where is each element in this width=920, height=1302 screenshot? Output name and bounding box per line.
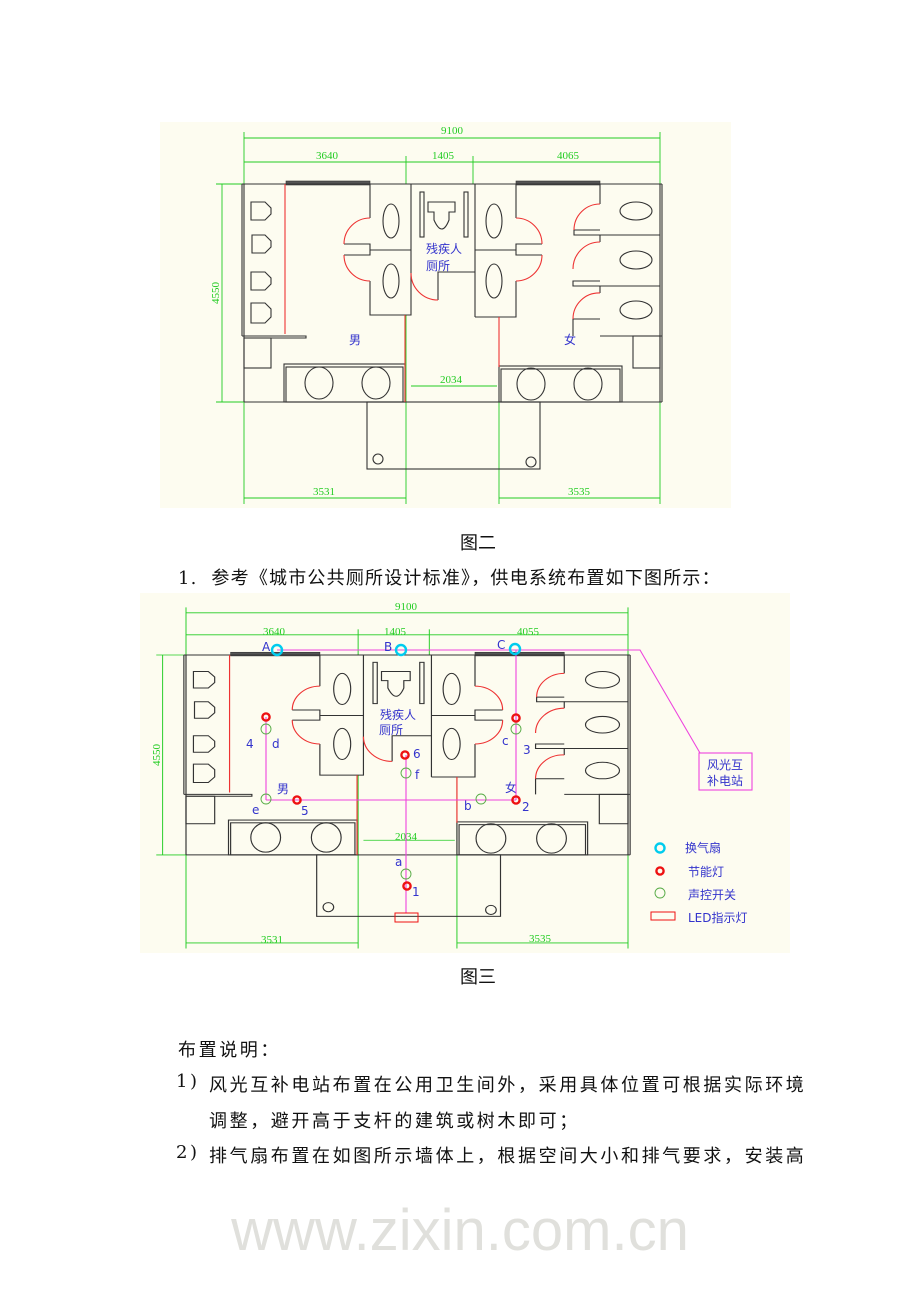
dim-middle: 1405 xyxy=(432,150,455,162)
wiring xyxy=(265,649,753,913)
watermark: www.zixin.com.cn xyxy=(230,1198,689,1263)
label-disabled: 残疾人 xyxy=(380,707,416,722)
lamp-icon xyxy=(511,713,521,723)
label-men: 男 xyxy=(349,333,361,347)
figure-3-caption: 图三 xyxy=(460,967,496,988)
figure-2-floor-plan: 9100 3640 1405 4065 4550 2034 3531 3535 … xyxy=(160,122,731,508)
label-women: 女 xyxy=(564,332,576,347)
label-disabled: 残疾人 xyxy=(426,241,462,256)
note-2-number: 2) xyxy=(176,1142,200,1163)
dim-height: 4550 xyxy=(151,744,163,767)
fan-label: A xyxy=(262,640,271,654)
lamp-label: 2 xyxy=(522,800,530,814)
lamp-icon xyxy=(402,881,412,891)
fan-label: C xyxy=(497,638,505,652)
switch-label: d xyxy=(272,737,280,751)
dim-left: 3640 xyxy=(316,150,339,162)
switch-label: a xyxy=(395,855,402,869)
dim-gap: 2034 xyxy=(440,374,463,386)
figure-2-caption: 图二 xyxy=(460,533,496,554)
switch-label: e xyxy=(252,803,259,817)
switch-icon xyxy=(260,793,272,805)
led-indicator-icon xyxy=(394,912,419,923)
dim-total: 9100 xyxy=(441,125,464,137)
lamp-label: 4 xyxy=(246,737,254,751)
lamp-icon xyxy=(655,866,665,876)
switch-label: b xyxy=(464,799,472,813)
fan-icon xyxy=(270,643,284,657)
figure-3-power-layout: 9100 3640 1405 4055 4550 2034 3531 3535 … xyxy=(140,593,790,953)
lamp-label: 6 xyxy=(413,747,421,761)
dim-right: 4065 xyxy=(557,150,580,162)
lamp-icon xyxy=(400,750,410,760)
legend-label: LED指示灯 xyxy=(688,910,748,925)
intro-paragraph: 1. 参考《城市公共厕所设计标准》，供电系统布置如下图所示： xyxy=(178,568,721,589)
dim-bottom-left: 3531 xyxy=(313,486,335,498)
legend-label: 声控开关 xyxy=(688,888,736,902)
switch-icon xyxy=(654,887,666,899)
dim-middle: 1405 xyxy=(384,626,407,638)
label-women: 女 xyxy=(505,780,517,795)
label-disabled-toilet: 厕所 xyxy=(426,259,450,273)
dim-left: 3640 xyxy=(263,626,286,638)
led-indicator-icon xyxy=(650,911,676,921)
fan-icon xyxy=(394,643,408,657)
lamp-icon xyxy=(511,795,521,805)
lamp-label: 3 xyxy=(523,743,531,757)
station-label-1: 风光互 xyxy=(707,758,743,772)
lamp-icon xyxy=(292,795,302,805)
fan-icon xyxy=(508,642,522,656)
label-men: 男 xyxy=(277,782,289,796)
dim-bottom-right: 3535 xyxy=(568,486,591,498)
lamp-icon xyxy=(261,712,271,722)
dim-bottom-right: 3535 xyxy=(529,933,552,945)
note-1-line-2: 调整，避开高于支杆的建筑或树木即可； xyxy=(209,1111,580,1132)
note-2-line-1: 排气扇布置在如图所示墙体上，根据空间大小和排气要求，安装高 xyxy=(209,1146,807,1167)
dim-height: 4550 xyxy=(210,282,222,305)
switch-icon xyxy=(400,868,412,880)
fan-icon xyxy=(654,842,666,854)
notes-heading: 布置说明： xyxy=(178,1040,281,1061)
note-1-number: 1) xyxy=(176,1071,200,1092)
wind-solar-station-box xyxy=(698,752,753,791)
dim-bottom-left: 3531 xyxy=(261,934,283,946)
switch-label: f xyxy=(415,768,420,782)
switch-label: c xyxy=(502,734,509,748)
dim-right: 4055 xyxy=(517,626,540,638)
lamp-label: 1 xyxy=(412,885,420,899)
dim-total: 9100 xyxy=(395,601,418,613)
fan-label: B xyxy=(384,640,392,654)
switch-icon xyxy=(260,723,272,735)
lamp-label: 5 xyxy=(301,804,309,818)
switch-icon xyxy=(400,767,412,779)
station-label-2: 补电站 xyxy=(707,774,743,788)
label-disabled-toilet: 厕所 xyxy=(379,723,403,737)
legend-label: 换气扇 xyxy=(685,840,721,855)
switch-icon xyxy=(510,723,522,735)
switch-icon xyxy=(475,793,487,805)
legend: 换气扇 节能灯 声控开关 LED指示灯 xyxy=(650,840,748,925)
note-1-line-1: 风光互补电站布置在公用卫生间外，采用具体位置可根据实际环境 xyxy=(209,1075,807,1096)
legend-label: 节能灯 xyxy=(688,865,724,879)
